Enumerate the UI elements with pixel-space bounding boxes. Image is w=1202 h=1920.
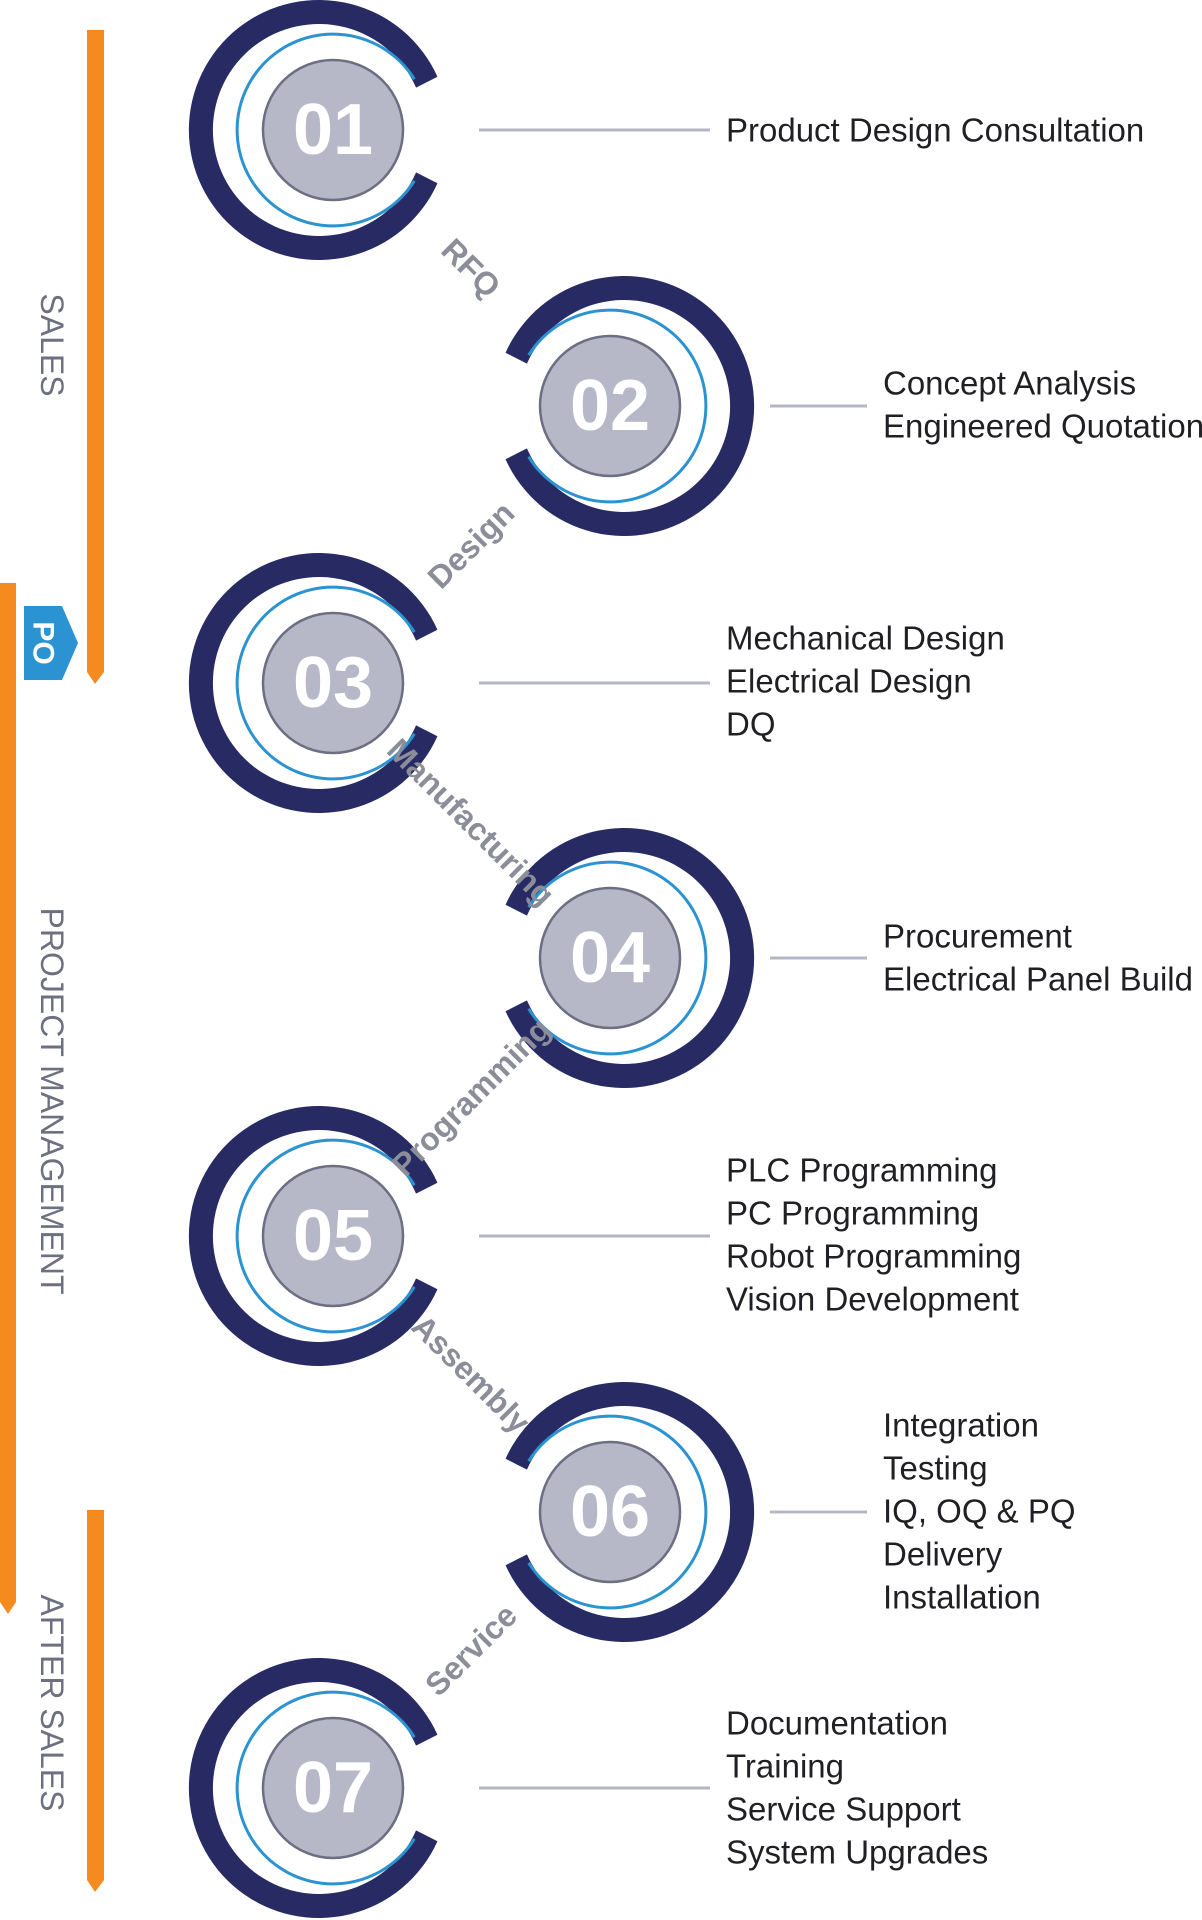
step-06: 06 Integration Testing IQ, OQ & PQ Deliv… — [505, 1382, 1076, 1642]
step-07: 07 Documentation Training Service Suppor… — [188, 1658, 988, 1918]
po-label: PO — [27, 621, 60, 664]
step-number: 02 — [570, 366, 650, 446]
number-disc — [261, 611, 405, 755]
connector-label-assembly: Assembly — [405, 1308, 538, 1441]
step-04: 04 Procurement Electrical Panel Build — [505, 828, 1193, 1088]
step-item: Training — [726, 1748, 844, 1785]
step-item: Service Support — [726, 1791, 961, 1828]
sales-bar — [87, 30, 104, 684]
step-item: Procurement — [883, 918, 1072, 955]
connector-label-programming: Programming — [385, 1011, 558, 1184]
step-item: Electrical Design — [726, 663, 972, 700]
step-item: Robot Programming — [726, 1238, 1021, 1275]
number-disc — [538, 1440, 682, 1584]
step-number: 03 — [293, 643, 373, 723]
number-disc — [538, 886, 682, 1030]
step-02: 02 Concept Analysis Engineered Quotation… — [505, 276, 1202, 536]
phase-label-after-sales: AFTER SALES — [34, 1595, 70, 1812]
step-item: DQ — [726, 706, 776, 743]
step-item: Installation — [883, 1579, 1041, 1616]
step-05: 05 PLC Programming PC Programming Robot … — [188, 1106, 1021, 1366]
connector-label-design: Design — [421, 495, 522, 596]
phase-label-sales: SALES — [34, 293, 70, 396]
connector-label-service: Service — [418, 1597, 524, 1703]
step-item: Mechanical Design — [726, 620, 1005, 657]
number-disc — [261, 1164, 405, 1308]
step-item: Concept Analysis — [883, 365, 1136, 402]
po-badge — [24, 606, 78, 680]
step-01: 01 Product Design Consultation — [188, 0, 1144, 261]
phase-bars — [0, 30, 104, 1892]
step-item: PC Programming — [726, 1195, 979, 1232]
step-item: Product Design Consultation — [726, 112, 1144, 149]
phase-label-project-management: PROJECT MANAGEMENT — [34, 908, 70, 1295]
step-item: Documentation — [726, 1705, 948, 1742]
number-disc — [261, 1716, 405, 1860]
step-item: IQ, OQ & PQ — [883, 1493, 1076, 1530]
step-item: Delivery — [883, 1536, 1003, 1573]
project-management-bar — [0, 583, 16, 1614]
step-item: System Upgrades — [726, 1834, 988, 1871]
number-disc — [261, 58, 405, 202]
step-03: 03 Mechanical Design Electrical Design D… — [188, 553, 1005, 813]
step-number: 07 — [293, 1748, 373, 1828]
step-item: Electrical Panel Build — [883, 961, 1193, 998]
number-disc — [538, 334, 682, 478]
step-item: PLC Programming — [726, 1152, 997, 1189]
step-item: Vision Development — [726, 1281, 1019, 1318]
after-sales-bar — [87, 1510, 104, 1892]
step-item: Testing — [883, 1450, 988, 1487]
connector-label-manufacturing: Manufacturing — [380, 731, 561, 912]
step-number: 05 — [293, 1196, 373, 1276]
step-number: 06 — [570, 1472, 650, 1552]
step-item: Engineered Quotations — [883, 408, 1202, 445]
connector-label-rfq: RFQ — [434, 231, 507, 304]
step-item: Integration — [883, 1407, 1039, 1444]
step-number: 04 — [570, 918, 650, 998]
step-number: 01 — [293, 90, 373, 170]
